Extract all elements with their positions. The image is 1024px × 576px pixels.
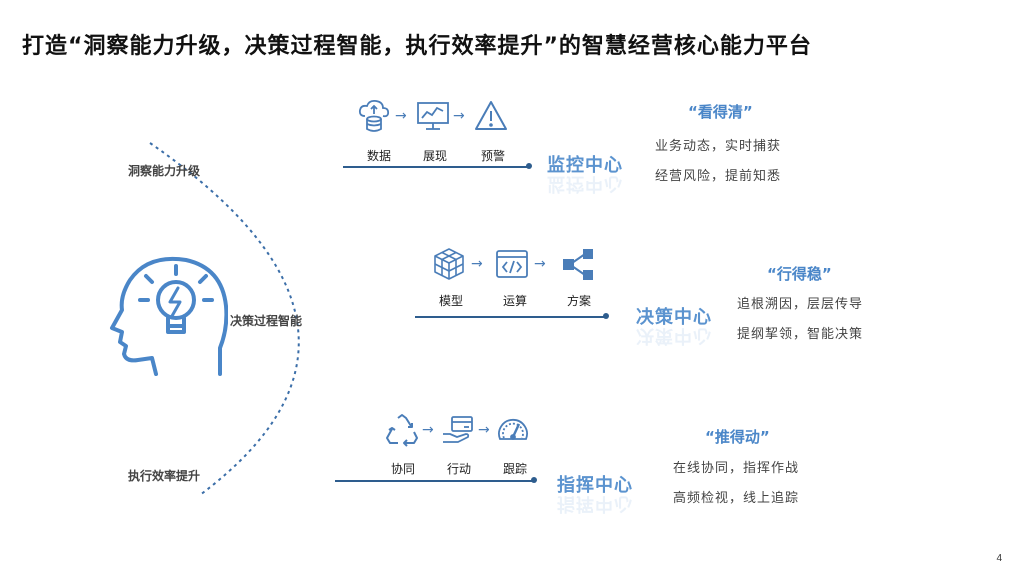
code-window-icon: [496, 250, 528, 278]
monitor-center-reflection: 监控中心: [547, 173, 623, 194]
share-nodes-icon: [563, 249, 593, 280]
insight-label: 洞察能力升级: [128, 164, 201, 178]
command-quote: “推得动”: [705, 428, 770, 446]
arrow-icon: →: [478, 422, 490, 438]
step-label: 行动: [446, 462, 471, 476]
page-number: 4: [996, 553, 1002, 564]
arrow-icon: →: [395, 108, 407, 124]
pipeline-line: [335, 480, 534, 482]
pipeline-dot: [526, 163, 532, 169]
recycle-icon: [386, 414, 418, 447]
arrow-icon: →: [471, 256, 483, 272]
decision-quote: “行得稳”: [767, 265, 832, 283]
pipeline-dot: [531, 477, 537, 483]
step-label: 方案: [566, 294, 591, 308]
page-title: 打造“洞察能力升级，决策过程智能，执行效率提升”的智慧经营核心能力平台: [22, 34, 812, 59]
step-label: 跟踪: [502, 462, 527, 476]
command-desc-line: 在线协同，指挥作战: [673, 461, 800, 476]
step-label: 数据: [366, 149, 391, 163]
arrow-icon: →: [453, 108, 465, 124]
command-desc-line: 高频检视，线上追踪: [673, 491, 800, 506]
chart-display-icon: [417, 102, 449, 130]
step-label: 展现: [422, 149, 447, 163]
monitor-center-title: 监控中心: [547, 155, 623, 176]
command-center-reflection: 指挥中心: [557, 493, 633, 514]
step-label: 预警: [480, 149, 505, 163]
cloud-database-icon: [358, 99, 390, 132]
step-label: 模型: [438, 294, 463, 308]
execution-label: 执行效率提升: [128, 469, 201, 483]
gauge-icon: [498, 418, 528, 440]
decision-center-reflection: 决策中心: [636, 325, 712, 346]
pipeline-line: [415, 316, 605, 318]
hand-card-icon: [443, 416, 473, 443]
step-label: 运算: [502, 294, 527, 308]
decision-center-title: 决策中心: [636, 307, 712, 328]
monitor-desc-line: 业务动态，实时捕获: [655, 139, 782, 154]
monitor-desc-line: 经营风险，提前知悉: [655, 169, 782, 184]
decision-desc-line: 追根溯因，层层传导: [737, 297, 864, 312]
decision-label: 决策过程智能: [230, 314, 303, 328]
head-lightbulb-icon: [110, 256, 228, 376]
monitor-quote: “看得清”: [688, 103, 753, 121]
command-center-title: 指挥中心: [557, 475, 633, 496]
warning-icon: [475, 101, 507, 130]
decision-desc-line: 提纲挈领，智能决策: [737, 327, 864, 342]
arrow-icon: →: [422, 422, 434, 438]
arrow-icon: →: [534, 256, 546, 272]
pipeline-dot: [603, 313, 609, 319]
cube-model-icon: [434, 248, 464, 280]
pipeline-line: [343, 166, 529, 168]
step-label: 协同: [390, 462, 415, 476]
